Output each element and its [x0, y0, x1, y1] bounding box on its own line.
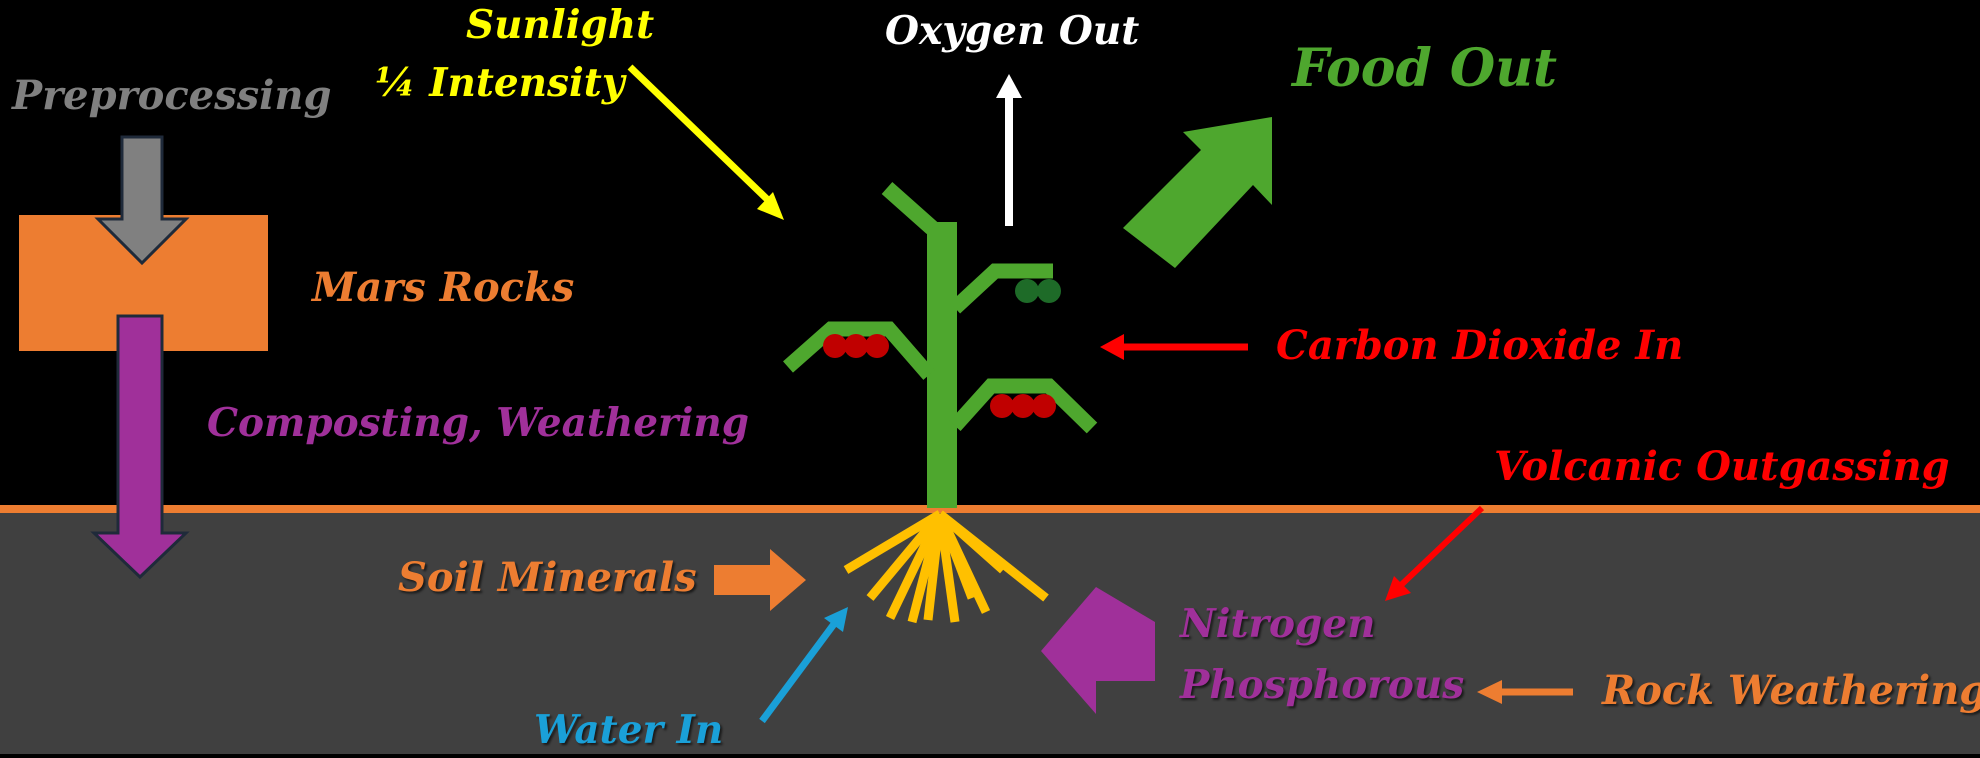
rock-weathering-label: Rock Weathering: [1602, 667, 1980, 714]
red-fruit-cluster-right: [990, 394, 1056, 418]
mars-rocks-label: Mars Rocks: [312, 264, 574, 311]
red-fruit: [844, 334, 868, 358]
red-fruit: [1032, 394, 1056, 418]
ground-surface-line: [0, 505, 1980, 513]
nutrients-arrow-body: [1096, 622, 1155, 681]
red-fruit: [823, 334, 847, 358]
composting-label: Composting, Weathering: [207, 400, 749, 446]
carbon-dioxide-arrowhead: [1100, 334, 1124, 360]
oxygen-out-label: Oxygen Out: [885, 8, 1139, 54]
nitrogen-label: Nitrogen: [1180, 601, 1375, 647]
composting-arrow: [94, 316, 186, 577]
food-out-arrow: [1123, 117, 1272, 268]
food-out-label: Food Out: [1292, 38, 1557, 99]
green-fruit-cluster: [1015, 279, 1061, 303]
carbon-dioxide-label: Carbon Dioxide In: [1276, 322, 1683, 369]
soil-minerals-label: Soil Minerals: [398, 554, 697, 601]
sunlight-intensity-label: ¼ Intensity: [375, 60, 624, 106]
phosphorous-label: Phosphorous: [1180, 662, 1464, 708]
oxygen-arrowhead: [996, 74, 1022, 98]
water-in-label: Water In: [534, 707, 723, 753]
green-fruit: [1037, 279, 1061, 303]
sunlight-arrow: [630, 67, 770, 202]
red-fruit: [1011, 394, 1035, 418]
red-fruit: [990, 394, 1014, 418]
red-fruit-cluster-left: [823, 334, 889, 358]
volcanic-outgassing-label: Volcanic Outgassing: [1494, 443, 1950, 490]
plant-top-branch: [887, 188, 932, 228]
ground-area: [0, 508, 1980, 754]
preprocessing-label: Preprocessing: [12, 72, 331, 119]
red-fruit: [865, 334, 889, 358]
sunlight-label: Sunlight: [466, 2, 654, 48]
green-fruit: [1015, 279, 1039, 303]
